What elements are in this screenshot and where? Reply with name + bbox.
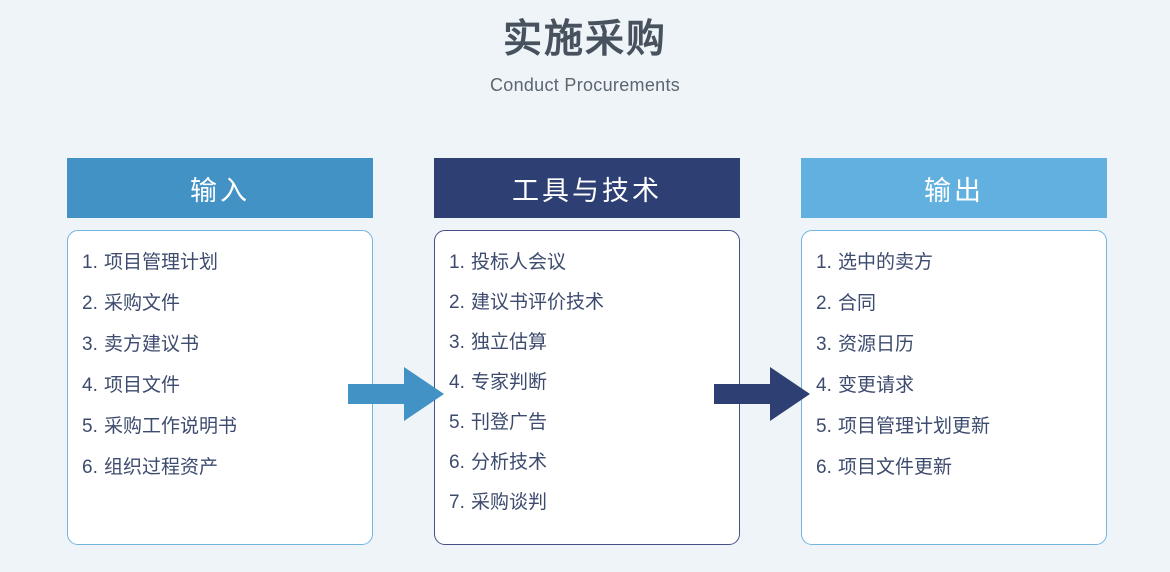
list-item: 7. 采购谈判 (449, 493, 739, 512)
list-item-number: 5. (82, 416, 98, 437)
list-item-label: 卖方建议书 (104, 334, 200, 355)
list-item-number: 3. (82, 334, 98, 355)
column-header-tools-label: 工具与技术 (512, 175, 662, 206)
column-card-tools: 1. 投标人会议 2. 建议书评价技术 3. 独立估算 4. 专家判断 5. (434, 230, 740, 545)
list-item-label: 项目管理计划 (104, 252, 219, 273)
column-card-outputs: 1. 选中的卖方 2. 合同 3. 资源日历 4. 变更请求 5. 项目管理 (801, 230, 1107, 545)
list-item-label: 组织过程资产 (104, 457, 219, 478)
list-item-number: 4. (449, 372, 465, 393)
list-item: 1. 项目管理计划 (82, 253, 372, 272)
list-item-label: 项目文件 (104, 375, 181, 396)
column-header-outputs: 输出 (801, 158, 1107, 218)
list-item: 3. 独立估算 (449, 333, 739, 352)
list-item: 4. 项目文件 (82, 376, 372, 395)
list-item: 2. 采购文件 (82, 294, 372, 313)
list-item-label: 项目文件更新 (838, 457, 953, 478)
list-item-label: 选中的卖方 (838, 252, 934, 273)
page-subtitle: Conduct Procurements (489, 74, 681, 95)
column-header-inputs-label: 输入 (190, 175, 250, 206)
list-item-number: 5. (449, 412, 465, 433)
list-item: 1. 选中的卖方 (816, 253, 1106, 272)
list-item-number: 1. (816, 252, 832, 273)
list-item-number: 3. (449, 332, 465, 353)
list-item-label: 采购工作说明书 (104, 416, 238, 437)
list-item-number: 5. (816, 416, 832, 437)
list-item-label: 变更请求 (838, 375, 915, 396)
list-item-number: 1. (82, 252, 98, 273)
list-item-label: 刊登广告 (471, 412, 548, 433)
list-item-number: 1. (449, 252, 465, 273)
arrow-inputs-to-tools-icon (348, 367, 444, 421)
list-item-label: 采购谈判 (471, 492, 548, 513)
column-tools: 工具与技术 1. 投标人会议 2. 建议书评价技术 3. 独立估算 4. 专家判 (434, 158, 740, 545)
tools-list: 1. 投标人会议 2. 建议书评价技术 3. 独立估算 4. 专家判断 5. (449, 253, 739, 512)
list-item-label: 合同 (838, 293, 877, 314)
list-item: 4. 专家判断 (449, 373, 739, 392)
list-item: 5. 采购工作说明书 (82, 417, 372, 436)
outputs-list: 1. 选中的卖方 2. 合同 3. 资源日历 4. 变更请求 5. 项目管理 (816, 253, 1106, 477)
list-item-number: 6. (82, 457, 98, 478)
list-item-number: 4. (82, 375, 98, 396)
list-item-label: 分析技术 (471, 452, 548, 473)
inputs-list: 1. 项目管理计划 2. 采购文件 3. 卖方建议书 4. 项目文件 5. (82, 253, 372, 477)
list-item: 2. 建议书评价技术 (449, 293, 739, 312)
list-item: 6. 项目文件更新 (816, 458, 1106, 477)
list-item-number: 6. (449, 452, 465, 473)
page-title-block: 实施采购 Conduct Procurements (0, 0, 1170, 96)
list-item: 1. 投标人会议 (449, 253, 739, 272)
list-item-number: 6. (816, 457, 832, 478)
list-item-label: 资源日历 (838, 334, 915, 355)
list-item-number: 2. (449, 292, 465, 313)
list-item-label: 采购文件 (104, 293, 181, 314)
list-item-number: 3. (816, 334, 832, 355)
list-item: 5. 刊登广告 (449, 413, 739, 432)
page-title: 实施采购 (502, 18, 667, 61)
list-item-label: 独立估算 (471, 332, 548, 353)
list-item-label: 投标人会议 (471, 252, 567, 273)
list-item-number: 2. (82, 293, 98, 314)
arrow-tools-to-outputs-icon (714, 367, 810, 421)
list-item: 3. 资源日历 (816, 335, 1106, 354)
itto-columns: 输入 1. 项目管理计划 2. 采购文件 3. 卖方建议书 4. 项目文件 (0, 158, 1170, 558)
list-item: 5. 项目管理计划更新 (816, 417, 1106, 436)
list-item-label: 专家判断 (471, 372, 548, 393)
column-outputs: 输出 1. 选中的卖方 2. 合同 3. 资源日历 4. 变更请求 (801, 158, 1107, 545)
column-header-outputs-label: 输出 (924, 175, 984, 206)
list-item-number: 4. (816, 375, 832, 396)
column-header-inputs: 输入 (67, 158, 373, 218)
list-item-label: 建议书评价技术 (471, 292, 605, 313)
list-item: 4. 变更请求 (816, 376, 1106, 395)
list-item: 3. 卖方建议书 (82, 335, 372, 354)
list-item-number: 7. (449, 492, 465, 513)
list-item-label: 项目管理计划更新 (838, 416, 991, 437)
column-inputs: 输入 1. 项目管理计划 2. 采购文件 3. 卖方建议书 4. 项目文件 (67, 158, 373, 545)
list-item: 6. 组织过程资产 (82, 458, 372, 477)
list-item: 2. 合同 (816, 294, 1106, 313)
list-item: 6. 分析技术 (449, 453, 739, 472)
list-item-number: 2. (816, 293, 832, 314)
column-header-tools: 工具与技术 (434, 158, 740, 218)
column-card-inputs: 1. 项目管理计划 2. 采购文件 3. 卖方建议书 4. 项目文件 5. (67, 230, 373, 545)
